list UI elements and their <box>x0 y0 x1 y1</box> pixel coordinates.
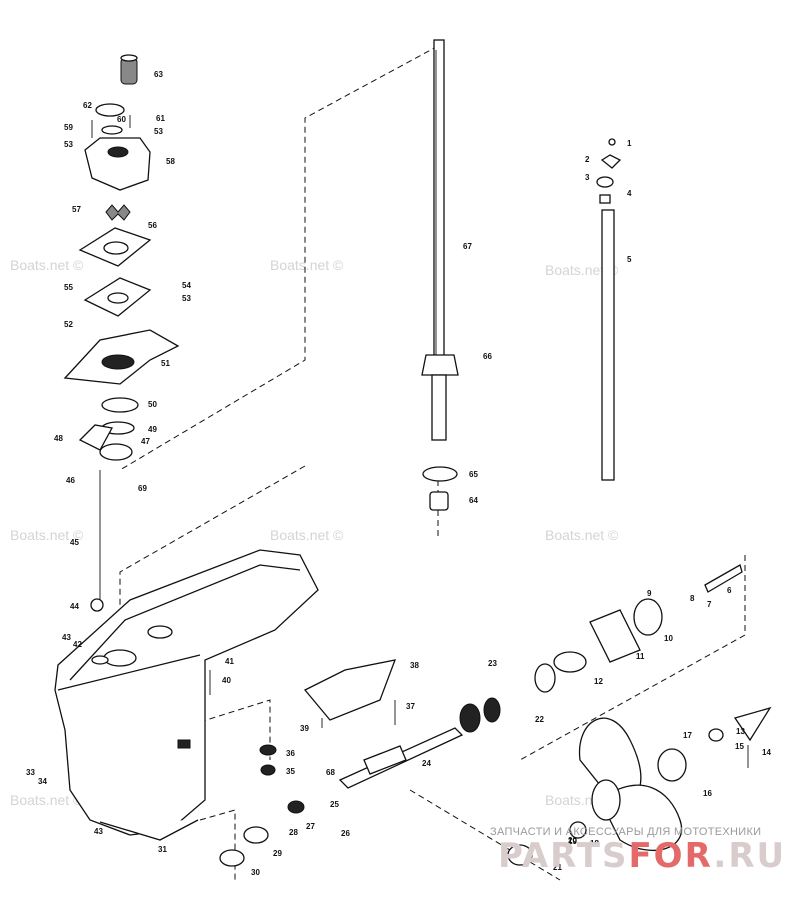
label: 13 <box>736 727 745 736</box>
part-labels: 1 2 3 4 5 6 7 8 9 10 11 12 13 14 15 16 1… <box>26 70 771 877</box>
label: 27 <box>306 822 315 831</box>
label: 6 <box>727 586 732 595</box>
label: 52 <box>64 320 73 329</box>
label: 3 <box>585 173 590 182</box>
label: 25 <box>330 800 339 809</box>
label: 9 <box>647 589 652 598</box>
watermark: Boats.net © <box>10 792 84 808</box>
label: 64 <box>469 496 478 505</box>
watermark: Boats.net © <box>270 257 344 273</box>
label: 30 <box>251 868 260 877</box>
label: 14 <box>762 748 771 757</box>
watermark: Boats.net © <box>545 262 619 278</box>
label: 11 <box>636 652 645 661</box>
label: 39 <box>300 724 309 733</box>
label: 55 <box>64 283 73 292</box>
brand-logo-sep: FOR <box>628 836 714 876</box>
label: 18 <box>590 839 599 848</box>
label: 65 <box>469 470 478 479</box>
gear-housing <box>54 470 319 841</box>
brand-logo: PARTSFOR.RU <box>498 836 786 876</box>
label: 53 <box>182 294 191 303</box>
label: 48 <box>54 434 63 443</box>
label: 49 <box>148 425 157 434</box>
label: 63 <box>154 70 163 79</box>
label: 17 <box>683 731 692 740</box>
watermark: Boats.net © <box>10 527 84 543</box>
label: 40 <box>222 676 231 685</box>
label: 38 <box>410 661 419 670</box>
label: 28 <box>289 828 298 837</box>
label: 59 <box>64 123 73 132</box>
label: 35 <box>286 767 295 776</box>
label: 23 <box>488 659 497 668</box>
shift-rod <box>596 138 622 481</box>
label: 37 <box>406 702 415 711</box>
label: 42 <box>73 640 82 649</box>
label: 21 <box>553 863 562 872</box>
label: 66 <box>483 352 492 361</box>
label: 2 <box>585 155 590 164</box>
label: 41 <box>225 657 234 666</box>
label: 62 <box>83 101 92 110</box>
label: 12 <box>594 677 603 686</box>
label: 19 <box>568 837 577 846</box>
label: 10 <box>664 634 673 643</box>
propeller-shaft <box>219 564 743 867</box>
assembly-guide-lines <box>119 45 746 881</box>
label: 69 <box>138 484 147 493</box>
label: 43 <box>62 633 71 642</box>
label: 45 <box>70 538 79 547</box>
drive-shaft <box>421 39 459 511</box>
label: 56 <box>148 221 157 230</box>
watermark: Boats.net © <box>10 257 84 273</box>
label: 7 <box>707 600 712 609</box>
label: 8 <box>690 594 695 603</box>
label: 67 <box>463 242 472 251</box>
label: 47 <box>141 437 150 446</box>
watermark: Boats.net © <box>545 527 619 543</box>
brand-logo-tld: .RU <box>713 836 787 876</box>
label: 68 <box>326 768 335 777</box>
label: 50 <box>148 400 157 409</box>
label: 57 <box>72 205 81 214</box>
propeller <box>507 706 772 866</box>
label: 16 <box>703 789 712 798</box>
label: 31 <box>158 845 167 854</box>
label: 22 <box>535 715 544 724</box>
label: 44 <box>70 602 79 611</box>
label: 61 <box>156 114 165 123</box>
label: 53 <box>64 140 73 149</box>
label: 58 <box>166 157 175 166</box>
label: 24 <box>422 759 431 768</box>
brand-banner: ЗАПЧАСТИ И АКСЕССУАРЫ ДЛЯ МОТОТЕХНИКИ <box>490 826 762 838</box>
label: 1 <box>627 139 632 148</box>
label: 53 <box>154 127 163 136</box>
label: 36 <box>286 749 295 758</box>
label: 34 <box>38 777 47 786</box>
label: 60 <box>117 115 126 124</box>
label: 43 <box>94 827 103 836</box>
label: 46 <box>66 476 75 485</box>
watermark: Boats.net © <box>270 527 344 543</box>
water-pump-assembly <box>63 54 180 461</box>
label: 4 <box>627 189 632 198</box>
shift-components <box>259 659 397 776</box>
label: 26 <box>341 829 350 838</box>
label: 20 <box>568 836 577 845</box>
label: 33 <box>26 768 35 777</box>
label: 15 <box>735 742 744 751</box>
label: 29 <box>273 849 282 858</box>
label: 5 <box>627 255 632 264</box>
label: 51 <box>161 359 170 368</box>
label: 54 <box>182 281 191 290</box>
brand-logo-main: PARTS <box>498 836 629 876</box>
